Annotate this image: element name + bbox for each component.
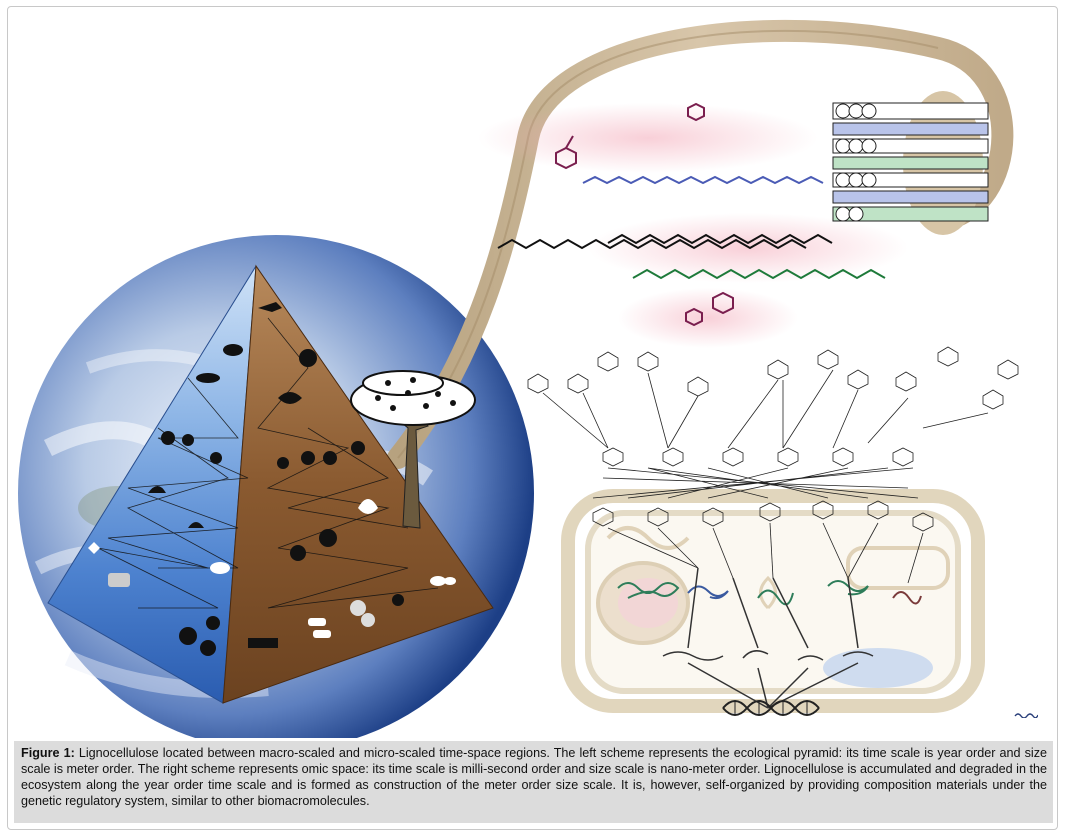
dna-helix	[722, 700, 820, 716]
pink-cloud	[478, 103, 818, 173]
lignin-unit-top	[555, 102, 705, 170]
tree	[350, 370, 476, 529]
artist-signature	[1014, 713, 1038, 718]
cell-diagram	[561, 489, 985, 713]
figure-label: Figure 1:	[21, 746, 75, 760]
lignin-unit-bottom	[685, 291, 734, 327]
figure-illustration	[18, 19, 1019, 738]
polysaccharide-chains	[497, 175, 886, 280]
ecological-pyramid	[47, 264, 494, 704]
figure-caption: Figure 1: Lignocellulose located between…	[14, 741, 1053, 823]
monomer-network	[527, 346, 1019, 584]
pink-cloud	[618, 288, 798, 348]
rna-strands	[662, 567, 874, 709]
figure-caption-text: Lignocellulose located between macro-sca…	[21, 746, 1047, 808]
cellulose-bundle	[832, 91, 989, 235]
proteins	[617, 580, 922, 606]
